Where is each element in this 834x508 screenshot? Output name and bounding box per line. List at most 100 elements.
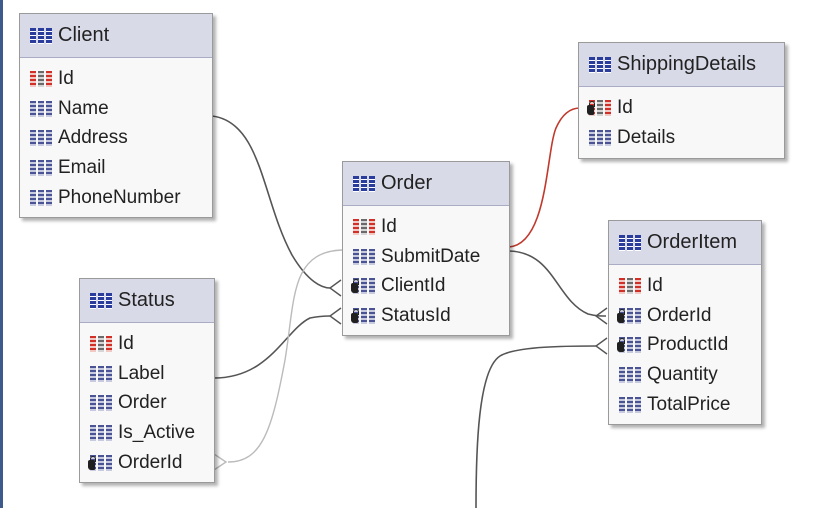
property-row-client-name[interactable]: Name [20,94,212,124]
property-row-orderitem-id[interactable]: Id [609,271,761,301]
property-label: Quantity [647,363,718,385]
property-label: ProductId [647,334,729,356]
connector-status-order [213,315,331,379]
connector-order-orderitem [508,250,607,317]
property-icon [30,130,52,147]
property-icon [30,100,52,117]
property-label: Id [647,274,663,296]
crowfoot-orderitem-orderid [594,307,608,325]
foreign-key-icon [351,278,375,295]
entity-table-icon [30,27,52,44]
property-row-orderitem-productid[interactable]: ProductId [609,330,761,360]
crowfoot-orderitem-productid [594,337,608,355]
foreign-key-icon [617,337,641,354]
orderitem-title: OrderItem [647,231,738,253]
property-label: ClientId [381,275,446,297]
property-label: PhoneNumber [58,186,181,208]
status-title: Status [118,289,175,311]
property-label: Id [118,332,134,354]
property-row-client-email[interactable]: Email [20,153,212,183]
property-row-status-order[interactable]: Order [80,388,214,418]
crowfoot-order-statusid [328,307,342,325]
client-title: Client [58,24,110,46]
primary-key-icon [353,218,375,235]
entity-table-icon [589,56,611,73]
foreign-key-icon [88,454,112,471]
property-label: Label [118,362,165,384]
property-row-status-label[interactable]: Label [80,359,214,389]
property-label: Details [617,126,676,148]
property-icon [90,395,112,412]
property-row-client-phonenumber[interactable]: PhoneNumber [20,183,212,213]
property-row-order-clientid[interactable]: ClientId [343,271,509,301]
entity-table-icon [90,292,112,309]
property-row-orderitem-orderid[interactable]: OrderId [609,301,761,331]
entity-table-icon [619,234,641,251]
property-icon [589,129,611,146]
property-row-status-id[interactable]: Id [80,329,214,359]
property-row-status-is-active[interactable]: Is_Active [80,418,214,448]
connector-order-shipping [508,107,581,248]
property-label: Email [58,156,106,178]
property-row-orderitem-quantity[interactable]: Quantity [609,360,761,390]
crowfoot-order-clientid [328,279,342,297]
order-header[interactable]: Order [343,162,509,206]
foreign-key-icon [617,307,641,324]
client-header[interactable]: Client [20,14,212,58]
property-row-order-id[interactable]: Id [343,212,509,242]
primary-foreign-key-icon [587,99,611,116]
status-header[interactable]: Status [80,279,214,323]
shippingdetails-title: ShippingDetails [617,53,756,75]
property-icon [619,396,641,413]
connector-order-status-orderid [227,249,343,463]
shippingdetails-header[interactable]: ShippingDetails [579,43,784,87]
property-label: SubmitDate [381,245,481,267]
connector-client-order [211,115,331,289]
primary-key-icon [90,335,112,352]
property-row-client-id[interactable]: Id [20,64,212,94]
property-row-order-statusid[interactable]: StatusId [343,301,509,331]
property-row-orderitem-totalprice[interactable]: TotalPrice [609,390,761,420]
foreign-key-icon [351,307,375,324]
primary-key-icon [30,70,52,87]
property-icon [30,189,52,206]
property-row-shippingdetails-id[interactable]: Id [579,93,784,123]
property-label: Order [118,392,167,414]
property-icon [90,365,112,382]
property-icon [619,366,641,383]
primary-key-icon [619,277,641,294]
order-title: Order [381,172,433,194]
property-row-status-orderid[interactable]: OrderId [80,448,214,478]
property-row-client-address[interactable]: Address [20,123,212,153]
property-label: Address [58,127,128,149]
property-icon [90,424,112,441]
property-label: Is_Active [118,421,196,443]
property-icon [30,159,52,176]
entity-table-icon [353,175,375,192]
property-label: OrderId [647,304,712,326]
property-label: Name [58,97,109,119]
property-row-shippingdetails-details[interactable]: Details [579,123,784,153]
left-edge-bar [0,0,3,508]
property-label: OrderId [118,451,183,473]
property-label: Id [617,96,633,118]
property-label: TotalPrice [647,393,731,415]
crowfoot-status-orderid [213,453,228,471]
property-icon [353,248,375,265]
connector-product-orderitem [475,345,597,508]
property-label: Id [58,67,74,89]
orderitem-header[interactable]: OrderItem [609,221,761,265]
property-row-order-submitdate[interactable]: SubmitDate [343,242,509,272]
